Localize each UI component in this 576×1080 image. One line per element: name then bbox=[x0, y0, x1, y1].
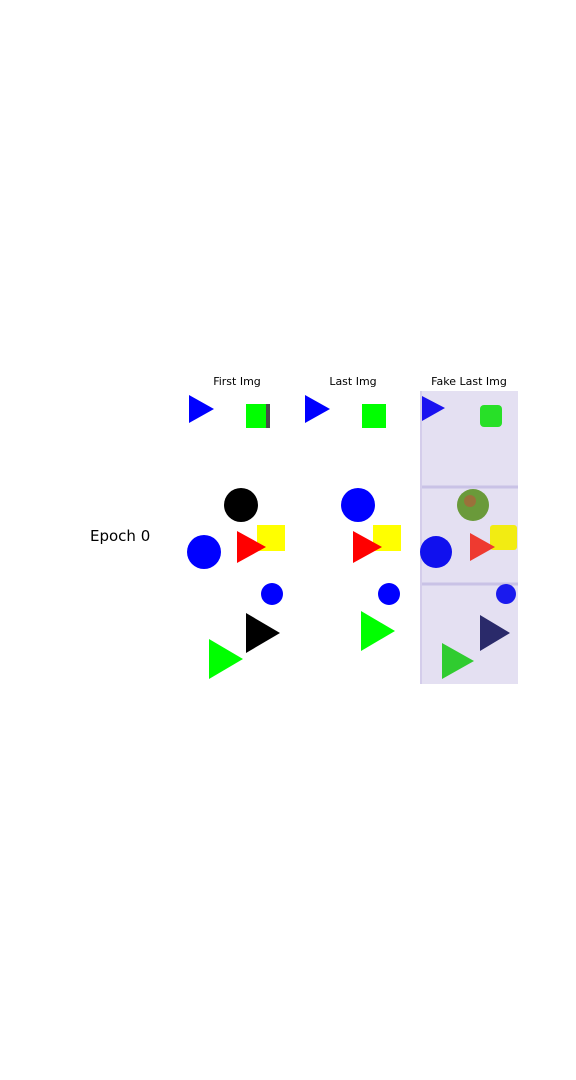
blurred-spot bbox=[464, 495, 476, 507]
column-title-fake-last-img: Fake Last Img bbox=[431, 375, 507, 388]
blue-circle-small bbox=[261, 583, 283, 605]
green-square bbox=[362, 404, 386, 428]
yellow-square bbox=[490, 525, 517, 550]
blue-circle-small bbox=[496, 584, 516, 604]
blue-circle bbox=[187, 535, 221, 569]
red-triangle bbox=[470, 533, 495, 561]
blue-circle-small bbox=[378, 583, 400, 605]
red-triangle bbox=[353, 531, 382, 563]
green-triangle bbox=[209, 639, 243, 679]
black-triangle bbox=[246, 613, 280, 653]
first-img-panel bbox=[187, 391, 285, 684]
green-square bbox=[480, 405, 502, 427]
blue-triangle bbox=[305, 395, 330, 423]
square-shadow bbox=[266, 404, 270, 428]
row-label-epoch: Epoch 0 bbox=[90, 527, 151, 545]
column-title-first-img: First Img bbox=[213, 375, 261, 388]
blue-triangle bbox=[422, 396, 445, 421]
green-triangle bbox=[361, 611, 395, 651]
blue-triangle bbox=[189, 395, 214, 423]
green-triangle bbox=[442, 643, 474, 679]
black-circle bbox=[224, 488, 258, 522]
last-img-panel bbox=[303, 391, 401, 684]
red-triangle bbox=[237, 531, 266, 563]
dark-triangle bbox=[480, 615, 510, 651]
column-title-last-img: Last Img bbox=[329, 375, 377, 388]
blue-circle bbox=[420, 536, 452, 568]
fake-last-img-panel bbox=[420, 391, 518, 684]
blue-circle bbox=[341, 488, 375, 522]
